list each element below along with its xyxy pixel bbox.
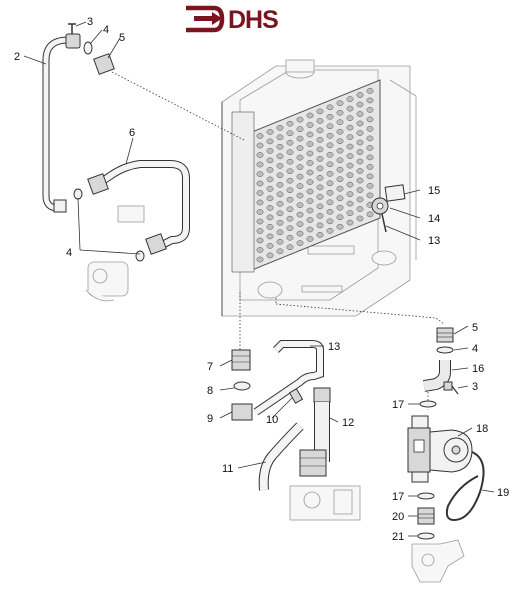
brand-name: DHS (228, 6, 278, 34)
heat-exchanger-grille (256, 88, 374, 263)
callout-18: 18 (476, 423, 488, 435)
callout-12: 12 (342, 417, 354, 429)
fitting-5-top (93, 53, 115, 75)
gasket-15 (384, 184, 406, 202)
callout-5: 5 (472, 322, 478, 334)
logo-mark-icon (186, 5, 225, 33)
washer-21 (417, 532, 435, 540)
return-pipe-6 (87, 160, 190, 255)
washer-17-top (419, 400, 437, 408)
valve-3-top (65, 23, 81, 49)
diverter-valve-ghost (85, 205, 145, 302)
callout-9: 9 (207, 413, 213, 425)
hydraulic-block-ghost-right (411, 539, 465, 583)
callout-7: 7 (207, 361, 213, 373)
nipple-10 (288, 388, 304, 404)
washer-8 (233, 381, 251, 391)
callout-5: 5 (119, 32, 125, 44)
washer-17-bottom (417, 492, 435, 500)
fitting-7 (231, 349, 251, 371)
washer-4-top (83, 41, 93, 55)
callout-13: 13 (428, 235, 440, 247)
callout-19: 19 (497, 487, 509, 499)
callout-2: 2 (14, 51, 20, 63)
pipe-13-center (253, 340, 324, 416)
callout-4: 4 (103, 24, 109, 36)
callout-14: 14 (428, 213, 440, 225)
bleed-valve-3-right (443, 381, 459, 395)
callout-21: 21 (392, 531, 404, 543)
callout-4: 4 (66, 247, 72, 259)
callout-6: 6 (129, 127, 135, 139)
callout-3: 3 (472, 381, 478, 393)
callout-17: 17 (392, 491, 404, 503)
fitting-20 (417, 507, 435, 525)
dhs-logo: DHS (186, 5, 279, 34)
callout-labels: 2 3 4 5 6 4 15 14 13 5 4 16 3 13 7 8 9 1… (14, 16, 509, 543)
fitting-5-right (436, 327, 454, 343)
callout-11: 11 (222, 463, 233, 475)
callout-17: 17 (392, 399, 404, 411)
cable-19 (445, 451, 485, 522)
callout-10: 10 (266, 414, 278, 426)
pipe-12 (299, 387, 331, 477)
callout-4: 4 (472, 343, 478, 355)
leader-lines (23, 21, 495, 537)
flow-pipe-2 (42, 36, 72, 213)
washer-4-right (436, 346, 454, 354)
callout-16: 16 (472, 363, 484, 375)
callout-20: 20 (392, 511, 404, 523)
pipe-11 (258, 422, 304, 491)
elbow-16 (423, 360, 451, 392)
heat-exchanger (231, 79, 381, 273)
hydraulic-block-ghost-center (289, 485, 361, 521)
callout-3: 3 (87, 16, 93, 28)
washers-4-left (73, 188, 145, 262)
callout-15: 15 (428, 185, 440, 197)
sensor-14 (371, 197, 389, 233)
callout-8: 8 (207, 385, 213, 397)
callout-13: 13 (328, 341, 340, 353)
pump-18 (407, 415, 473, 483)
fitting-9 (231, 403, 253, 421)
